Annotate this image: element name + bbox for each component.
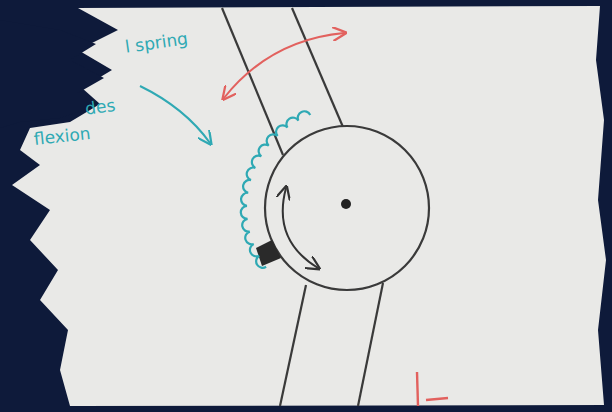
upper-limb	[222, 8, 283, 155]
motion-arrow	[224, 33, 344, 98]
handwritten-note: flexion	[33, 124, 91, 149]
lower-limb	[280, 285, 306, 406]
pivot-dot	[341, 199, 351, 209]
red-mark	[417, 372, 418, 406]
red-mark	[426, 398, 448, 400]
lower-limb	[358, 283, 383, 406]
spring-coil	[241, 111, 310, 268]
leader-line	[140, 86, 210, 143]
handwritten-note: des	[84, 96, 116, 119]
upper-limb	[292, 8, 343, 127]
stopper	[256, 240, 281, 266]
rotation-arrow	[283, 188, 318, 268]
joint-circle	[265, 126, 429, 290]
handwritten-note: l spring	[124, 29, 189, 56]
paper	[12, 6, 606, 406]
